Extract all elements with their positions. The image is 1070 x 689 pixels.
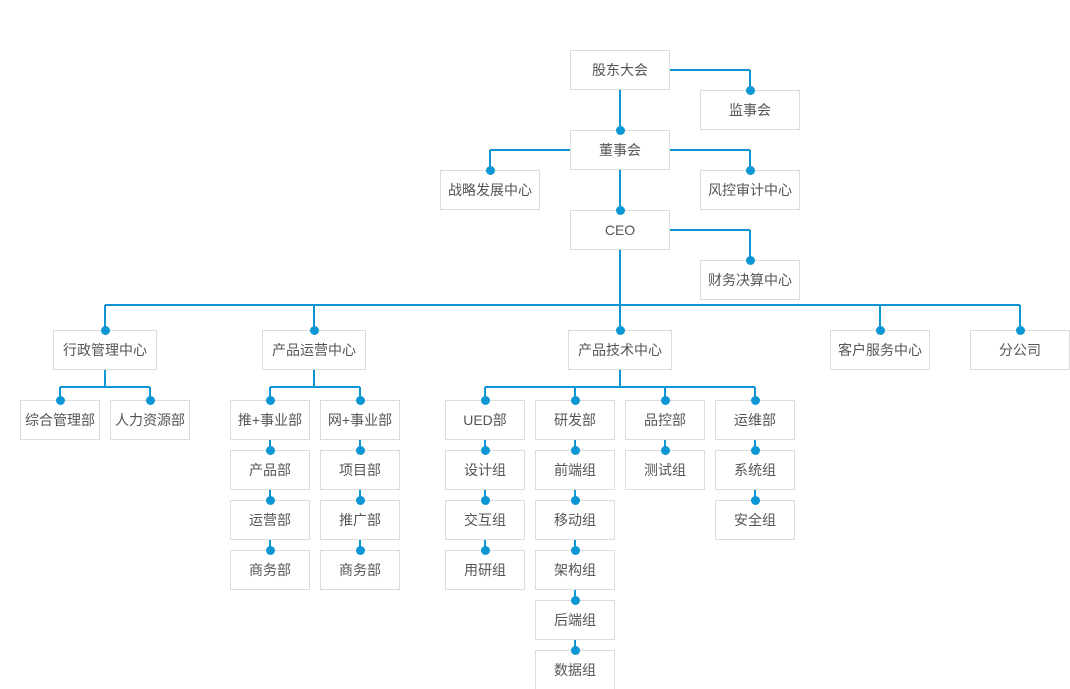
node-行政管理中心[interactable]: 行政管理中心 bbox=[53, 330, 157, 370]
node-推+事业部[interactable]: 推+事业部 bbox=[230, 400, 310, 440]
node-设计组[interactable]: 设计组 bbox=[445, 450, 525, 490]
node-ceo[interactable]: CEO bbox=[570, 210, 670, 250]
node-后端组[interactable]: 后端组 bbox=[535, 600, 615, 640]
node-项目部[interactable]: 项目部 bbox=[320, 450, 400, 490]
node-监事会[interactable]: 监事会 bbox=[700, 90, 800, 130]
node-研发部[interactable]: 研发部 bbox=[535, 400, 615, 440]
node-数据组[interactable]: 数据组 bbox=[535, 650, 615, 689]
node-移动组[interactable]: 移动组 bbox=[535, 500, 615, 540]
node-股东大会[interactable]: 股东大会 bbox=[570, 50, 670, 90]
node-运维部[interactable]: 运维部 bbox=[715, 400, 795, 440]
node-财务决算中心[interactable]: 财务决算中心 bbox=[700, 260, 800, 300]
node-网+事业部[interactable]: 网+事业部 bbox=[320, 400, 400, 440]
node-品控部[interactable]: 品控部 bbox=[625, 400, 705, 440]
node-分公司[interactable]: 分公司 bbox=[970, 330, 1070, 370]
node-综合管理部[interactable]: 综合管理部 bbox=[20, 400, 100, 440]
node-测试组[interactable]: 测试组 bbox=[625, 450, 705, 490]
node-董事会[interactable]: 董事会 bbox=[570, 130, 670, 170]
node-ued部[interactable]: UED部 bbox=[445, 400, 525, 440]
node-用研组[interactable]: 用研组 bbox=[445, 550, 525, 590]
node-产品运营中心[interactable]: 产品运营中心 bbox=[262, 330, 366, 370]
node-风控审计中心[interactable]: 风控审计中心 bbox=[700, 170, 800, 210]
node-架构组[interactable]: 架构组 bbox=[535, 550, 615, 590]
node-商务部[interactable]: 商务部 bbox=[230, 550, 310, 590]
node-产品部[interactable]: 产品部 bbox=[230, 450, 310, 490]
node-交互组[interactable]: 交互组 bbox=[445, 500, 525, 540]
node-安全组[interactable]: 安全组 bbox=[715, 500, 795, 540]
node-商务部[interactable]: 商务部 bbox=[320, 550, 400, 590]
node-系统组[interactable]: 系统组 bbox=[715, 450, 795, 490]
node-人力资源部[interactable]: 人力资源部 bbox=[110, 400, 190, 440]
node-推广部[interactable]: 推广部 bbox=[320, 500, 400, 540]
node-运营部[interactable]: 运营部 bbox=[230, 500, 310, 540]
node-客户服务中心[interactable]: 客户服务中心 bbox=[830, 330, 930, 370]
node-战略发展中心[interactable]: 战略发展中心 bbox=[440, 170, 540, 210]
node-产品技术中心[interactable]: 产品技术中心 bbox=[568, 330, 672, 370]
node-前端组[interactable]: 前端组 bbox=[535, 450, 615, 490]
